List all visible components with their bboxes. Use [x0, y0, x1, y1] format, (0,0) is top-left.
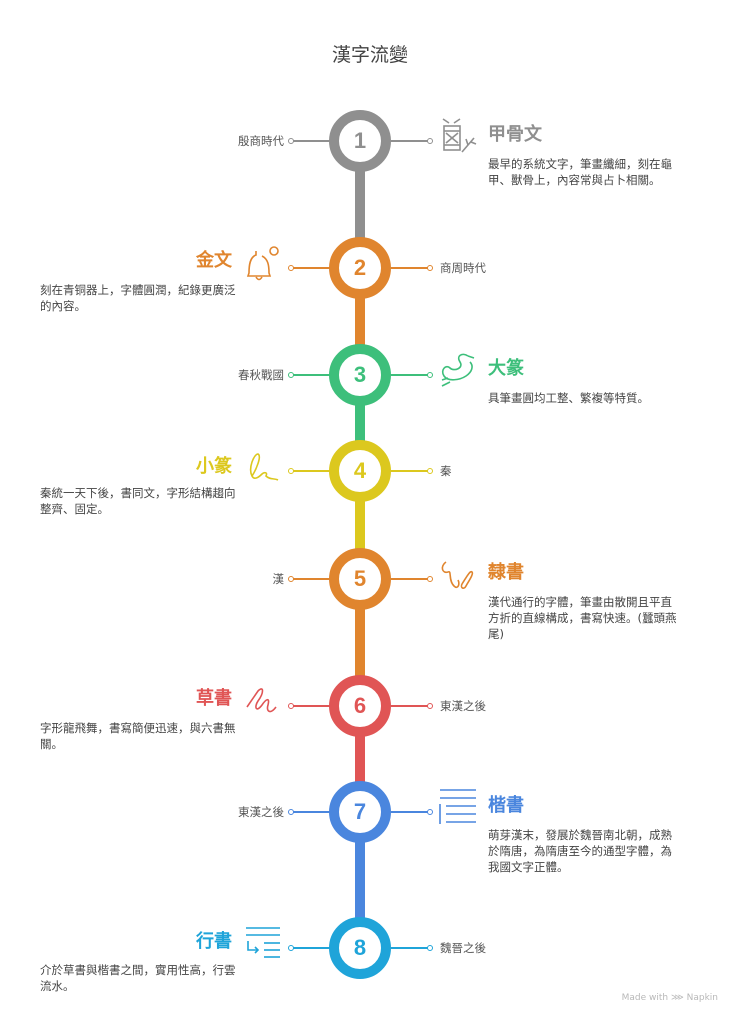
- connector-dot: [288, 372, 294, 378]
- era-label: 春秋戰國: [238, 368, 284, 382]
- stage-heading: 草書: [196, 688, 232, 709]
- stage-description: 介於草書與楷書之間，實用性高，行雲流水。: [40, 963, 236, 993]
- stage-number-circle: 4: [329, 440, 391, 502]
- stage-description: 具筆畫圓均工整、繁複等特質。: [488, 391, 649, 405]
- connector-dot: [427, 945, 433, 951]
- spine-segment-3-4: [355, 404, 365, 444]
- stage-number-circle: 6: [329, 675, 391, 737]
- spine-segment-2-3: [355, 297, 365, 347]
- napkin-watermark: Made with ⋙ Napkin: [621, 993, 718, 1003]
- connector-dot: [288, 809, 294, 815]
- stage-description: 漢代通行的字體，筆畫由散開且平直方折的直線構成，書寫快速。(蠶頭燕尾): [488, 595, 677, 641]
- diagram-title: 漢字流變: [331, 44, 408, 66]
- stage-number-circle: 1: [329, 110, 391, 172]
- snake-icon: [441, 353, 475, 387]
- era-label: 東漢之後: [440, 699, 486, 713]
- stage-number-circle: 5: [329, 548, 391, 610]
- connector-left: [292, 470, 330, 472]
- connector-dot: [427, 576, 433, 582]
- stage-heading: 隸書: [488, 562, 524, 583]
- connector-left: [292, 374, 330, 376]
- connector-left: [292, 267, 330, 269]
- connector-right: [391, 578, 429, 580]
- connector-dot: [427, 703, 433, 709]
- squiggle-icon: [441, 561, 474, 589]
- connector-right: [391, 705, 429, 707]
- connector-right: [391, 470, 429, 472]
- oracle-bone-icon: [442, 118, 477, 153]
- connector-dot: [288, 265, 294, 271]
- connector-left: [292, 811, 330, 813]
- era-label: 漢: [272, 572, 285, 586]
- text-lines-icon: [439, 789, 476, 824]
- stage-description: 刻在青铜器上，字體圓潤，紀錄更廣泛的內容。: [40, 283, 236, 313]
- connector-right: [391, 267, 429, 269]
- stage-description: 秦統一天下後，書同文，字形結構趨向整齊、固定。: [40, 486, 236, 516]
- connector-right: [391, 140, 429, 142]
- connector-dot: [288, 138, 294, 144]
- stage-heading: 金文: [196, 250, 232, 271]
- connector-left: [292, 578, 330, 580]
- connector-right: [391, 947, 429, 949]
- text-wrap-icon: [246, 927, 280, 958]
- connector-dot: [427, 372, 433, 378]
- era-label: 商周時代: [440, 261, 486, 275]
- stage-heading: 楷書: [488, 795, 524, 816]
- spine-segment-6-7: [355, 735, 365, 785]
- era-label: 魏晉之後: [440, 941, 486, 955]
- spine-segment-5-6: [355, 608, 365, 680]
- stage-description: 萌芽漢末，發展於魏晉南北朝，成熟於隋唐，為隋唐至今的通型字體，為我國文字正體。: [488, 828, 672, 874]
- spine-segment-1-2: [355, 170, 365, 240]
- connector-left: [292, 140, 330, 142]
- connector-dot: [288, 703, 294, 709]
- connector-dot: [427, 265, 433, 271]
- stage-description: 字形龍飛舞，書寫簡便迅速，與六書無關。: [40, 721, 236, 751]
- stage-number-circle: 8: [329, 917, 391, 979]
- connector-dot: [288, 468, 294, 474]
- stage-number-circle: 7: [329, 781, 391, 843]
- connector-right: [391, 374, 429, 376]
- connector-left: [292, 705, 330, 707]
- stage-number-circle: 3: [329, 344, 391, 406]
- connector-dot: [427, 138, 433, 144]
- stage-heading: 行書: [196, 931, 232, 952]
- era-label: 東漢之後: [238, 805, 284, 819]
- stage-description: 最早的系統文字，筆畫纖細，刻在龜甲、獸骨上，內容常與占卜相關。: [488, 157, 672, 187]
- era-label: 殷商時代: [238, 134, 284, 148]
- stage-heading: 大篆: [488, 358, 524, 379]
- connector-dot: [288, 576, 294, 582]
- spine-segment-4-5: [355, 500, 365, 552]
- bell-icon: [246, 246, 279, 281]
- signature-icon: [249, 453, 279, 481]
- spine-segment-7-8: [355, 841, 365, 921]
- era-label: 秦: [440, 464, 452, 478]
- connector-left: [292, 947, 330, 949]
- cursive-icon: [246, 688, 277, 713]
- connector-dot: [288, 945, 294, 951]
- connector-dot: [427, 468, 433, 474]
- connector-dot: [427, 809, 433, 815]
- stage-number-circle: 2: [329, 237, 391, 299]
- stage-heading: 甲骨文: [488, 124, 542, 145]
- connector-right: [391, 811, 429, 813]
- stage-heading: 小篆: [196, 456, 232, 477]
